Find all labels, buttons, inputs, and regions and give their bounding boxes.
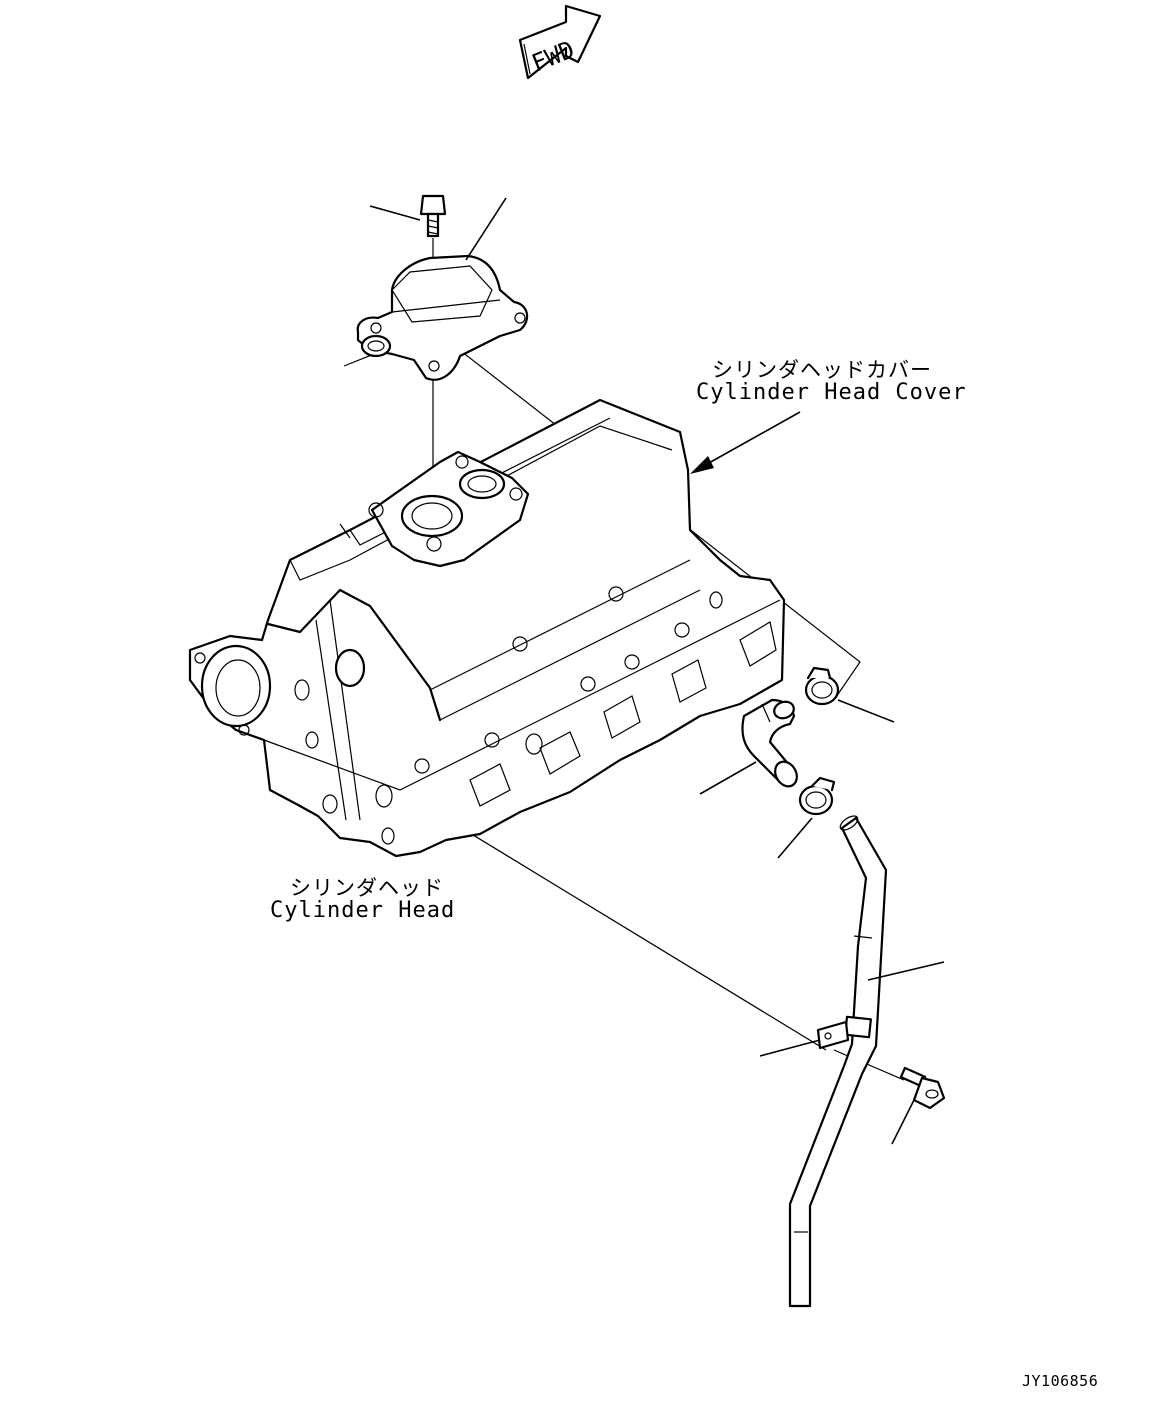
hose-clamp-lower-icon: [798, 776, 836, 816]
cylinder-head-label-en: Cylinder Head: [270, 898, 456, 923]
cylinder-head-label-jp: シリンダヘッド: [290, 876, 444, 900]
leader-clamp-lower: [777, 817, 813, 859]
cylinder-head-cover-label-jp: シリンダヘッドカバー: [712, 358, 932, 382]
leader-clip: [759, 1039, 821, 1057]
cylinder-head-cover-label-en: Cylinder Head Cover: [696, 380, 967, 405]
breather-valve-icon: [356, 254, 529, 381]
cylinder-head-cover-arrow-icon: [690, 411, 801, 474]
leader-clamp-upper: [837, 699, 895, 723]
bolt-clip-icon: [899, 1066, 946, 1110]
elbow-hose-icon: [741, 698, 798, 788]
bolt-top-icon: [419, 194, 447, 238]
tube-clip-icon: [816, 1015, 872, 1050]
leader-breather: [465, 197, 507, 261]
fwd-arrow-icon: FWD: [518, 4, 602, 80]
leader-bolt-top: [369, 205, 421, 221]
drawing-code: JY106856: [1022, 1372, 1099, 1390]
leader-tube: [867, 961, 945, 981]
breather-tube-icon: [788, 815, 888, 1308]
hose-clamp-upper-icon: [804, 666, 840, 706]
leader-bolt-clip: [891, 1095, 917, 1145]
cylinder-head-assembly-icon: [188, 398, 786, 858]
leader-elbow-hose: [699, 761, 757, 795]
